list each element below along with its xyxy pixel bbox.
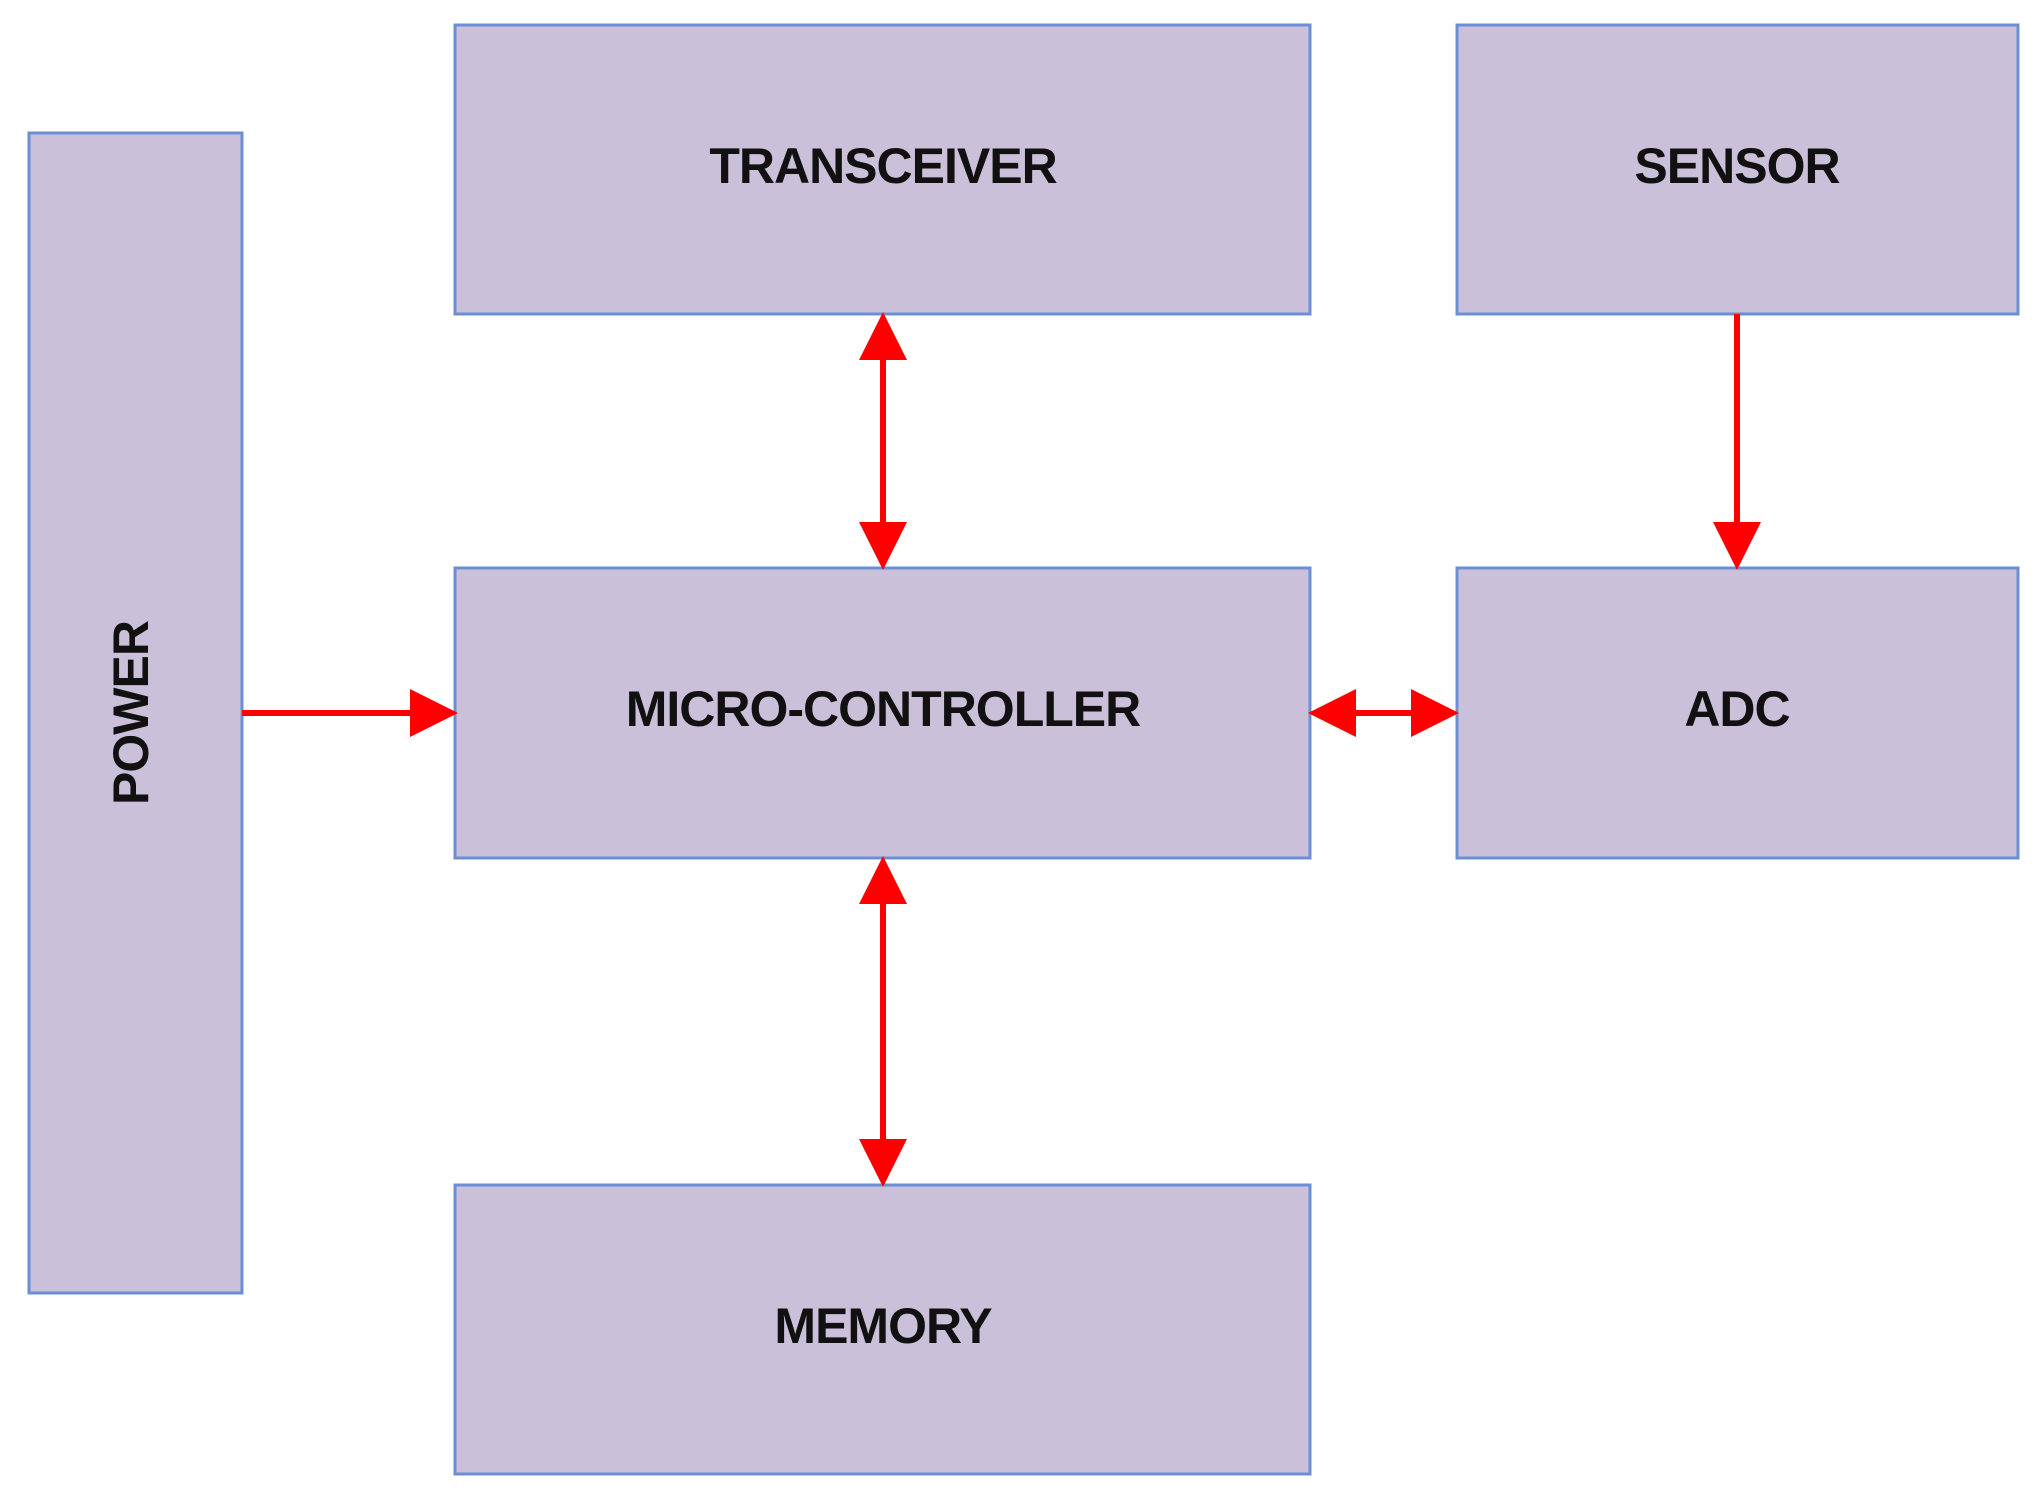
memory-label: MEMORY: [774, 1298, 992, 1354]
memory-block: MEMORY: [453, 1183, 1312, 1476]
microcontroller-label: MICRO-CONTROLLER: [626, 681, 1141, 737]
adc-block: ADC: [1455, 566, 2020, 860]
adc-label: ADC: [1684, 681, 1789, 737]
transceiver-label: TRANSCEIVER: [709, 138, 1057, 194]
power-block: POWER: [27, 131, 244, 1295]
microcontroller-block: MICRO-CONTROLLER: [453, 566, 1312, 860]
sensor-label: SENSOR: [1634, 138, 1840, 194]
sensor-block: SENSOR: [1455, 23, 2020, 316]
power-label: POWER: [103, 620, 159, 805]
transceiver-block: TRANSCEIVER: [453, 23, 1312, 316]
